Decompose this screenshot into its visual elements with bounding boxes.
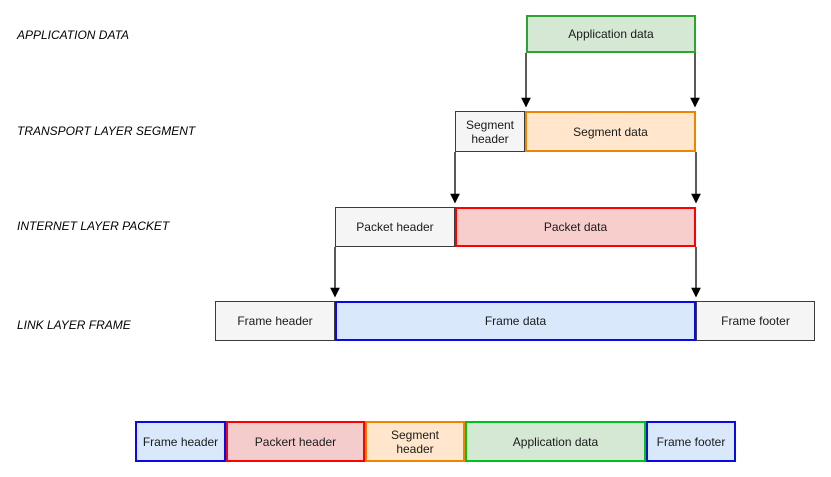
layer-caption-link: LINK LAYER FRAME [17,318,131,332]
box-packet-header: Packet header [335,207,455,247]
cell-segment-header: Segment header [365,421,465,462]
cell-packert-header: Packert header [226,421,365,462]
box-segment-data: Segment data [525,111,696,152]
box-packet-data: Packet data [455,207,696,247]
layer-caption-internet: INTERNET LAYER PACKET [17,219,170,233]
layer-caption-application: APPLICATION DATA [17,28,130,42]
box-frame-data: Frame data [335,301,696,341]
layer-caption-transport: TRANSPORT LAYER SEGMENT [17,124,196,138]
cell-frame-footer: Frame footer [646,421,736,462]
cell-application-data: Application data [465,421,646,462]
box-frame-footer: Frame footer [696,301,815,341]
box-frame-header: Frame header [215,301,335,341]
box-segment-header: Segment header [455,111,525,152]
box-application-data: Application data [526,15,696,53]
cell-frame-header: Frame header [135,421,226,462]
